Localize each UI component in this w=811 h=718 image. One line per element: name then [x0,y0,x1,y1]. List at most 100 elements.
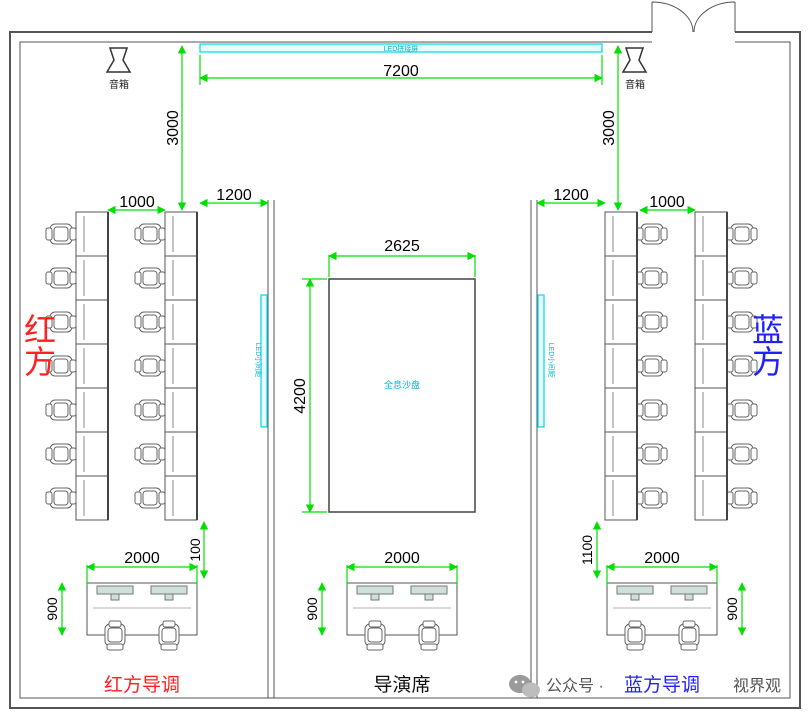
dimension-speaker-depth-right-label: 3000 [601,110,618,146]
chair [134,487,166,509]
desk-row-blue-inner [604,211,668,521]
dimension-aisle-left: 1200 [199,187,269,208]
team-red-label: 红方 [19,313,57,377]
monitor [410,585,448,601]
dimension-aisle-right-label: 1200 [553,187,589,204]
entrance-door [651,1,736,33]
workstation [694,299,758,345]
zone-red-director-label: 红方导调 [104,674,180,696]
chair [726,487,758,509]
workstation [604,387,668,433]
dimension-speaker-depth-right: 3000 [601,45,623,211]
chair [104,620,126,651]
dimension-aisle-left-label: 1200 [216,187,252,204]
workstation [604,343,668,389]
chair [726,399,758,421]
monitor [150,585,188,601]
chair [45,443,77,465]
holographic-sand-table: 全息沙盘 [328,278,476,513]
chair [134,399,166,421]
chair [45,399,77,421]
chair [636,355,668,377]
dimension-gap-left: 100 [187,521,209,579]
chair [134,355,166,377]
speaker-left: 音箱 [105,47,132,91]
dimension-console-width-right: 2000 [606,550,718,585]
dimension-speaker-depth-left-label: 3000 [165,110,182,146]
workstation [604,475,668,521]
speaker-left-label: 音箱 [109,78,129,91]
dimension-console-depth-center-label: 900 [304,597,320,621]
zone-blue-director-label: 蓝方导调 [624,674,700,696]
dimension-gap-right: 1100 [579,521,602,579]
watermark-prefix: 公众号 · [546,677,604,695]
led-side-screen-right-label: LED小间距 [547,343,556,378]
chair [636,267,668,289]
chair [45,267,77,289]
workstation [134,431,198,477]
dimension-console-depth-left: 900 [44,582,67,636]
chair [134,443,166,465]
team-blue-label: 蓝方 [747,313,785,377]
wechat-icon [509,675,540,698]
chair [726,443,758,465]
chair [636,399,668,421]
chair [726,267,758,289]
zone-director-label: 导演席 [373,674,430,696]
dimension-speaker-depth-left: 3000 [165,45,187,211]
console-director [346,582,458,651]
workstation [45,211,109,257]
workstation [134,299,198,345]
workstation [45,475,109,521]
dimension-sand-width: 2625 [328,238,476,277]
chair [45,223,77,245]
chair [45,487,77,509]
dimension-console-width-right-label: 2000 [644,550,680,567]
monitor [356,585,394,601]
workstation [45,299,109,345]
workstation [604,431,668,477]
dimension-console-width-left: 2000 [86,550,198,585]
speaker-right: 音箱 [621,47,648,91]
dimension-console-width-center: 2000 [346,550,458,585]
dimension-console-depth-right: 900 [724,582,747,636]
watermark: 公众号 · [509,675,604,698]
sand-table-label: 全息沙盘 [384,379,420,390]
dimension-console-depth-left-label: 900 [44,597,60,621]
chair [418,620,440,651]
workstation [134,255,198,301]
monitor [96,585,134,601]
dimension-screen-width: 7200 [199,55,603,85]
watermark-suffix: 视界观 [733,677,781,695]
led-side-screen-right: LED小间距 [537,294,556,428]
dimension-sand-depth: 4200 [292,278,327,513]
dimension-sand-width-label: 2625 [384,238,420,255]
console-blue-director [606,582,718,651]
chair [134,223,166,245]
dimension-console-depth-right-label: 900 [724,597,740,621]
desk-row-red-outer [45,211,109,521]
dimension-console-width-center-label: 2000 [384,550,420,567]
workstation [134,387,198,433]
led-main-screen-label: LED拼接屏 [384,44,419,53]
workstation [604,299,668,345]
led-side-screen-left-label: LED小间距 [254,343,263,378]
workstation [45,255,109,301]
chair [134,311,166,333]
workstation [694,343,758,389]
dimension-gap-left-label: 100 [187,538,203,562]
dimension-desk-spacing-left-label: 1000 [119,194,155,211]
dimension-aisle-right: 1200 [536,187,606,208]
chair [364,620,386,651]
chair [624,620,646,651]
dimension-console-width-left-label: 2000 [124,550,160,567]
workstation [134,211,198,257]
dimension-sand-depth-label: 4200 [292,378,309,414]
workstation [134,475,198,521]
workstation [45,431,109,477]
chair [636,487,668,509]
chair [636,223,668,245]
workstation [45,343,109,389]
dimension-console-depth-center: 900 [304,582,327,636]
